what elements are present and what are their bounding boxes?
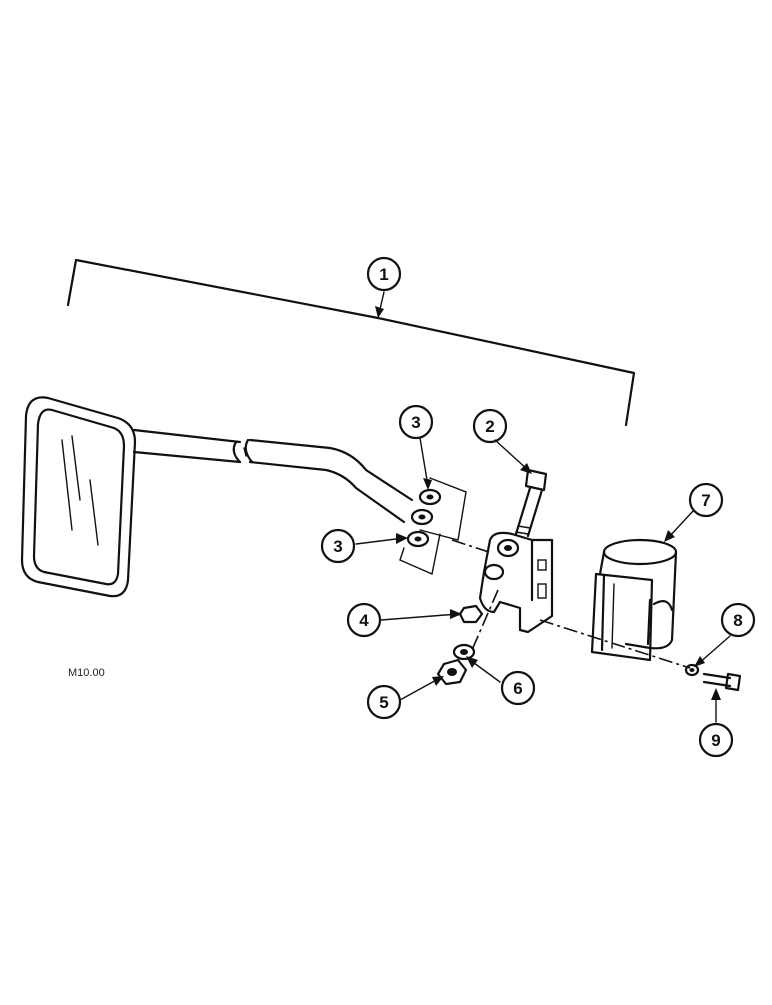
callout-8: 8: [720, 602, 756, 638]
callout-5-label: 5: [379, 693, 388, 712]
callout-4-label: 4: [359, 611, 369, 630]
callout-3a: 3: [398, 404, 434, 440]
callout-5: 5: [366, 684, 402, 720]
lock-washer-and-bolt: [684, 663, 742, 692]
callout-2-label: 2: [485, 417, 494, 436]
callout-9: 9: [698, 722, 734, 758]
callout-2: 2: [472, 408, 508, 444]
leader-lines: [355, 437, 731, 723]
flat-washer: [452, 643, 476, 661]
swivel-bracket: [471, 531, 554, 651]
figure-code: M10.00: [68, 667, 105, 679]
lock-nut: [436, 658, 468, 686]
washer-set: [399, 477, 493, 575]
callout-9-label: 9: [711, 731, 720, 750]
callout-7-label: 7: [701, 491, 710, 510]
hex-bolt: [514, 468, 548, 538]
callout-3b-label: 3: [333, 537, 342, 556]
callout-3a-label: 3: [411, 413, 420, 432]
callout-7: 7: [688, 482, 724, 518]
mirror-arm: [132, 428, 414, 524]
nut-small: [458, 604, 484, 624]
callout-6: 6: [500, 670, 536, 706]
assembly-bracket: [66, 258, 636, 427]
callout-1-label: 1: [379, 265, 388, 284]
callout-3b: 3: [320, 528, 356, 564]
callout-8-label: 8: [733, 611, 742, 630]
callout-4: 4: [346, 602, 382, 638]
tube-clamp: [539, 538, 691, 669]
callout-1: 1: [366, 256, 402, 292]
mirror-head: [20, 396, 137, 598]
callout-6-label: 6: [513, 679, 522, 698]
